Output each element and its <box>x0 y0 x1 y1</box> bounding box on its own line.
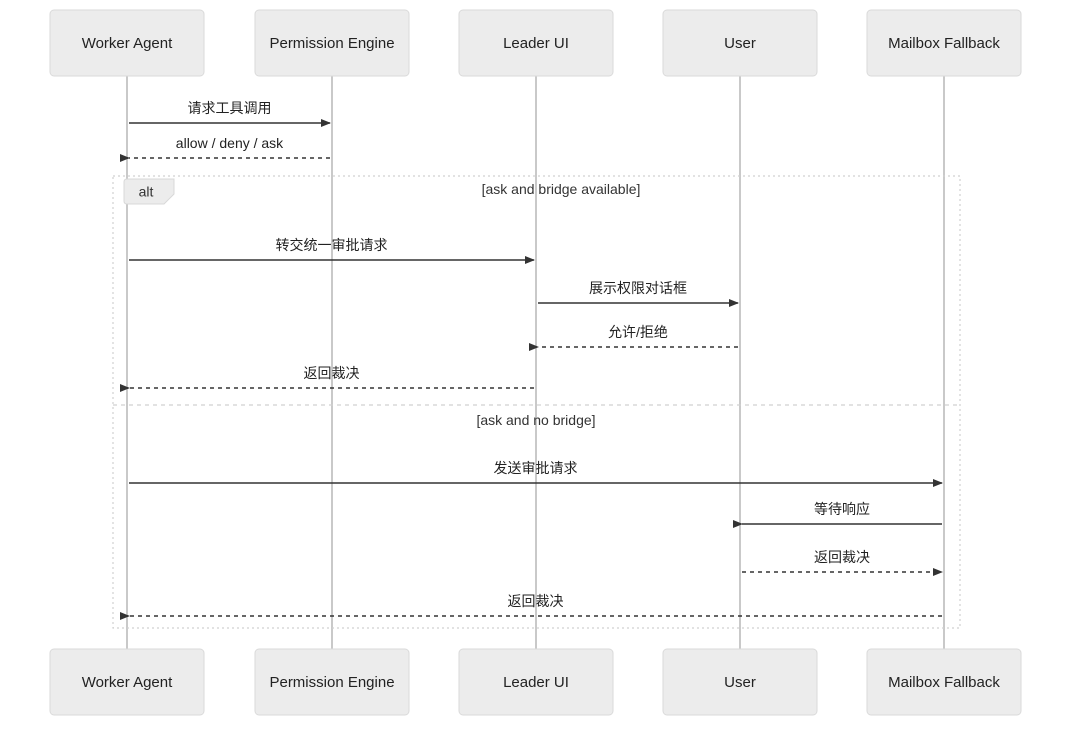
message-label-m3: 转交统一审批请求 <box>276 237 388 253</box>
participant-label-user-top: User <box>724 35 756 52</box>
participant-box-user-bottom[interactable] <box>662 648 818 716</box>
participant-permission-top[interactable]: Permission Engine <box>254 9 410 77</box>
messages-group: 请求工具调用 allow / deny / ask 转交统一审批请求展示权限对话框允… <box>120 100 943 620</box>
message-label-m2: allow / deny / ask <box>176 135 284 151</box>
message-label-m1: 请求工具调用 <box>188 100 272 116</box>
alt-fragment-operator-label: alt <box>139 184 154 200</box>
participant-label-user-bottom: User <box>724 674 756 691</box>
message-label-m7: 发送审批请求 <box>494 460 578 476</box>
participant-leader-top[interactable]: Leader UI <box>458 9 614 77</box>
message-label-m8: 等待响应 <box>814 501 870 517</box>
participant-leader-bottom[interactable]: Leader UI <box>458 648 614 716</box>
participant-box-worker-bottom[interactable] <box>49 648 205 716</box>
participant-user-bottom[interactable]: User <box>662 648 818 716</box>
participant-label-mailbox-top: Mailbox Fallback <box>888 35 1000 52</box>
alt-fragment-condition-1: [ask and no bridge] <box>476 412 595 428</box>
participant-label-leader-top: Leader UI <box>503 35 569 52</box>
participants-top-group: Worker Agent Permission Engine Leader UI Us… <box>49 9 1022 77</box>
participant-box-user-top[interactable] <box>662 9 818 77</box>
participant-box-leader-top[interactable] <box>458 9 614 77</box>
participant-box-leader-bottom[interactable] <box>458 648 614 716</box>
message-label-m4: 展示权限对话框 <box>589 280 687 296</box>
participant-permission-bottom[interactable]: Permission Engine <box>254 648 410 716</box>
participant-box-permission-top[interactable] <box>254 9 410 77</box>
participant-label-permission-top: Permission Engine <box>269 35 394 52</box>
alt-fragment-border <box>112 175 961 629</box>
alt-fragment-group: alt [ask and bridge available] [ask and no… <box>112 175 961 629</box>
participant-mailbox-top[interactable]: Mailbox Fallback <box>866 9 1022 77</box>
message-label-m5: 允许/拒绝 <box>608 324 668 340</box>
participant-box-permission-bottom[interactable] <box>254 648 410 716</box>
participant-box-mailbox-bottom[interactable] <box>866 648 1022 716</box>
participants-bottom-group: Worker Agent Permission Engine Leader UI Us… <box>49 648 1022 716</box>
message-label-m10: 返回裁决 <box>508 593 564 609</box>
alt-fragment-tab <box>123 178 175 205</box>
participant-worker-top[interactable]: Worker Agent <box>49 9 205 77</box>
participant-user-top[interactable]: User <box>662 9 818 77</box>
participant-label-worker-top: Worker Agent <box>82 35 173 52</box>
message-label-m6: 返回裁决 <box>304 365 360 381</box>
participant-box-mailbox-top[interactable] <box>866 9 1022 77</box>
participant-label-leader-bottom: Leader UI <box>503 674 569 691</box>
participant-label-permission-bottom: Permission Engine <box>269 674 394 691</box>
participant-mailbox-bottom[interactable]: Mailbox Fallback <box>866 648 1022 716</box>
participant-label-worker-bottom: Worker Agent <box>82 674 173 691</box>
participant-label-mailbox-bottom: Mailbox Fallback <box>888 674 1000 691</box>
lifelines-group <box>126 76 945 649</box>
alt-fragment-condition-0: [ask and bridge available] <box>482 181 641 197</box>
participant-box-worker-top[interactable] <box>49 9 205 77</box>
participant-worker-bottom[interactable]: Worker Agent <box>49 648 205 716</box>
message-label-m9: 返回裁决 <box>814 549 870 565</box>
